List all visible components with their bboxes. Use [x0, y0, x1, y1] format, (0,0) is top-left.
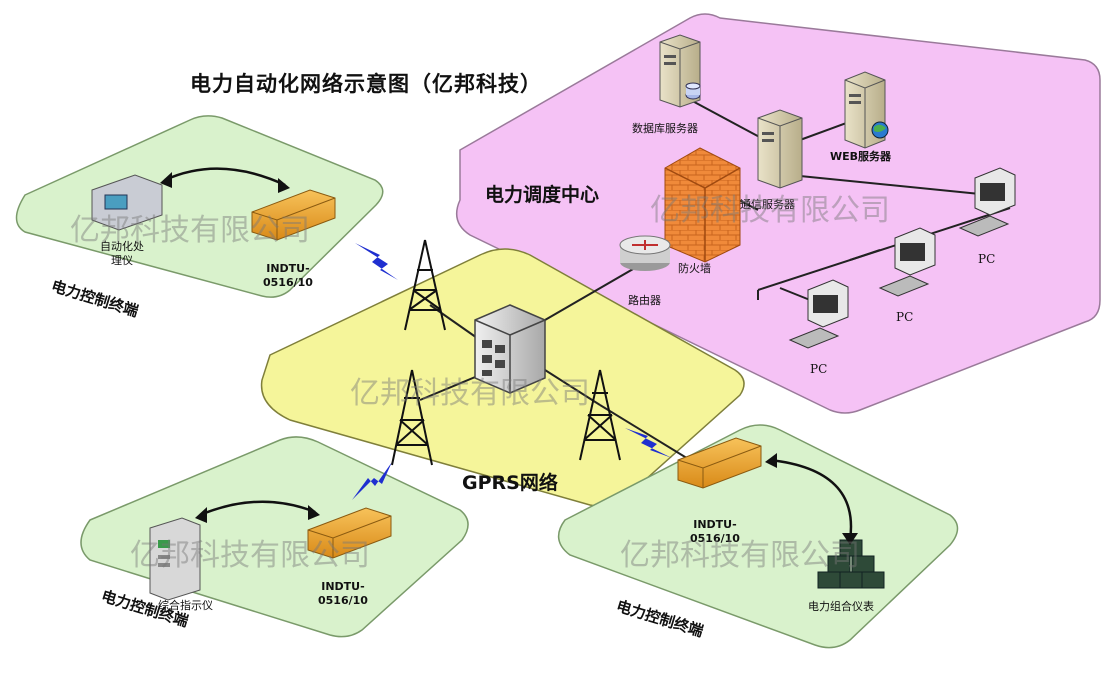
link-arrows: [164, 167, 853, 541]
dispatch-center-zone: [455, 13, 1101, 414]
automation-device-icon: [91, 174, 163, 231]
comm-server-label: 通信服务器: [740, 198, 795, 211]
web-server-label: WEB服务器: [830, 150, 892, 163]
watermark: 亿邦科技有限公司: [620, 538, 860, 573]
firewall-icon: [664, 147, 741, 263]
router-icon: [619, 235, 671, 271]
indicator-device-icon: [149, 517, 201, 601]
terminal-zone-bottom-right: [557, 424, 959, 649]
device-label: 电力组合仪表: [808, 600, 874, 613]
web-server-icon: [844, 71, 889, 149]
database-server-icon: [659, 34, 701, 108]
watermark: 亿邦科技有限公司: [650, 193, 890, 228]
pc-label: PC: [896, 310, 914, 324]
lightning-icon: [625, 428, 672, 458]
dtu-label: INDTU- 0516/10: [318, 580, 368, 607]
pc-icon: [958, 167, 1016, 237]
db-server-label: 数据库服务器: [632, 122, 698, 135]
pc-icon: [788, 279, 849, 349]
power-meter-icon: [817, 539, 885, 589]
gprs-links: [419, 304, 691, 461]
diagram-title: 电力自动化网络示意图（亿邦科技）: [190, 72, 542, 96]
dtu-icon: [307, 507, 392, 559]
pc-icon: [878, 227, 936, 297]
device-label: 综合指示仪: [158, 599, 213, 612]
watermark: 亿邦科技有限公司: [350, 376, 590, 411]
tower-icon: [404, 239, 446, 331]
dtu-label: INDTU- 0516/10: [263, 262, 313, 289]
lightning-icon: [352, 462, 392, 500]
pc-label: PC: [810, 362, 828, 376]
gprs-network-label: GPRS网络: [462, 472, 558, 494]
comm-server-icon: [757, 109, 803, 189]
watermark: 亿邦科技有限公司: [70, 213, 310, 248]
dtu-icon: [677, 437, 762, 489]
pc-label: PC: [978, 252, 996, 266]
terminal-zone-top-left: [15, 115, 384, 298]
gprs-hub-icon: [474, 304, 546, 394]
dtu-label: INDTU- 0516/10: [690, 518, 740, 545]
firewall-label: 防火墙: [678, 262, 711, 275]
watermark: 亿邦科技有限公司: [130, 538, 370, 573]
router-label: 路由器: [628, 294, 661, 307]
device-label: 自动化处 理仪: [100, 240, 144, 267]
tower-icon: [391, 369, 433, 466]
dispatch-center-label: 电力调度中心: [485, 184, 600, 206]
dtu-icon: [251, 189, 336, 241]
lightning-icon: [355, 243, 398, 280]
tower-icon: [579, 369, 621, 461]
